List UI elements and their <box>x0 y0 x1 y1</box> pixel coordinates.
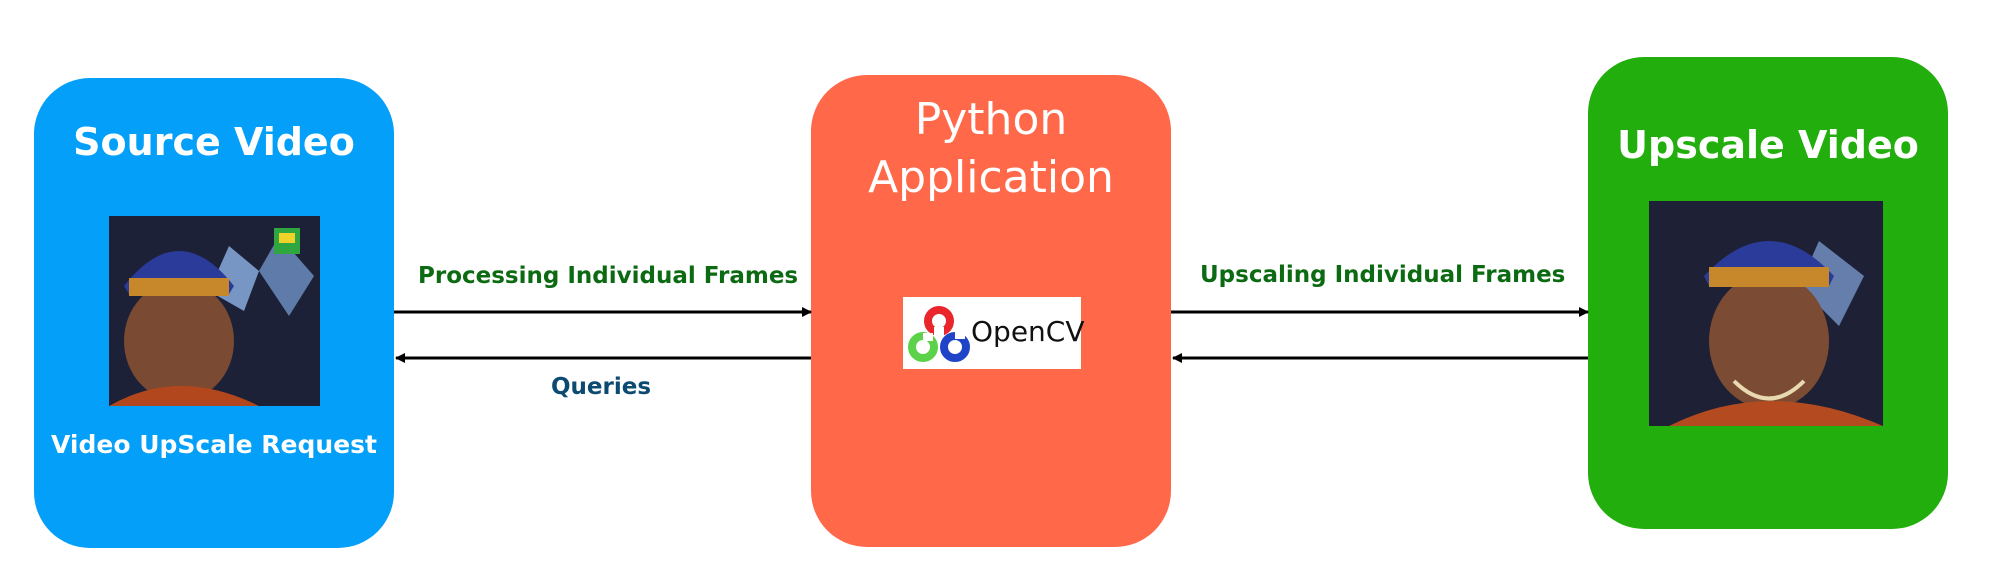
source-frame-image <box>109 216 320 406</box>
source-video-frame <box>109 216 320 406</box>
opencv-rings-icon <box>908 306 970 362</box>
upscale-video-box: Upscale Video <box>1588 57 1948 529</box>
python-application-box: Python Application OpenCV <box>811 75 1171 547</box>
python-title-line2: Application <box>868 152 1114 203</box>
python-title-line1: Python <box>914 94 1068 145</box>
opencv-logo: OpenCV <box>903 297 1085 369</box>
source-video-subtitle: Video UpScale Request <box>50 430 377 459</box>
upscale-frame-image <box>1649 201 1883 426</box>
upscale-video-frame <box>1649 201 1883 426</box>
source-video-box: Source Video Video UpScale Request <box>34 78 394 548</box>
python-application-title: Python Application <box>811 91 1171 207</box>
queries-label: Queries <box>551 374 652 400</box>
source-video-title: Source Video <box>73 120 355 164</box>
processing-frames-label: Processing Individual Frames <box>418 263 799 289</box>
opencv-logo-text: OpenCV <box>971 315 1085 348</box>
upscale-video-title: Upscale Video <box>1617 123 1919 167</box>
upscaling-frames-label: Upscaling Individual Frames <box>1200 262 1566 288</box>
